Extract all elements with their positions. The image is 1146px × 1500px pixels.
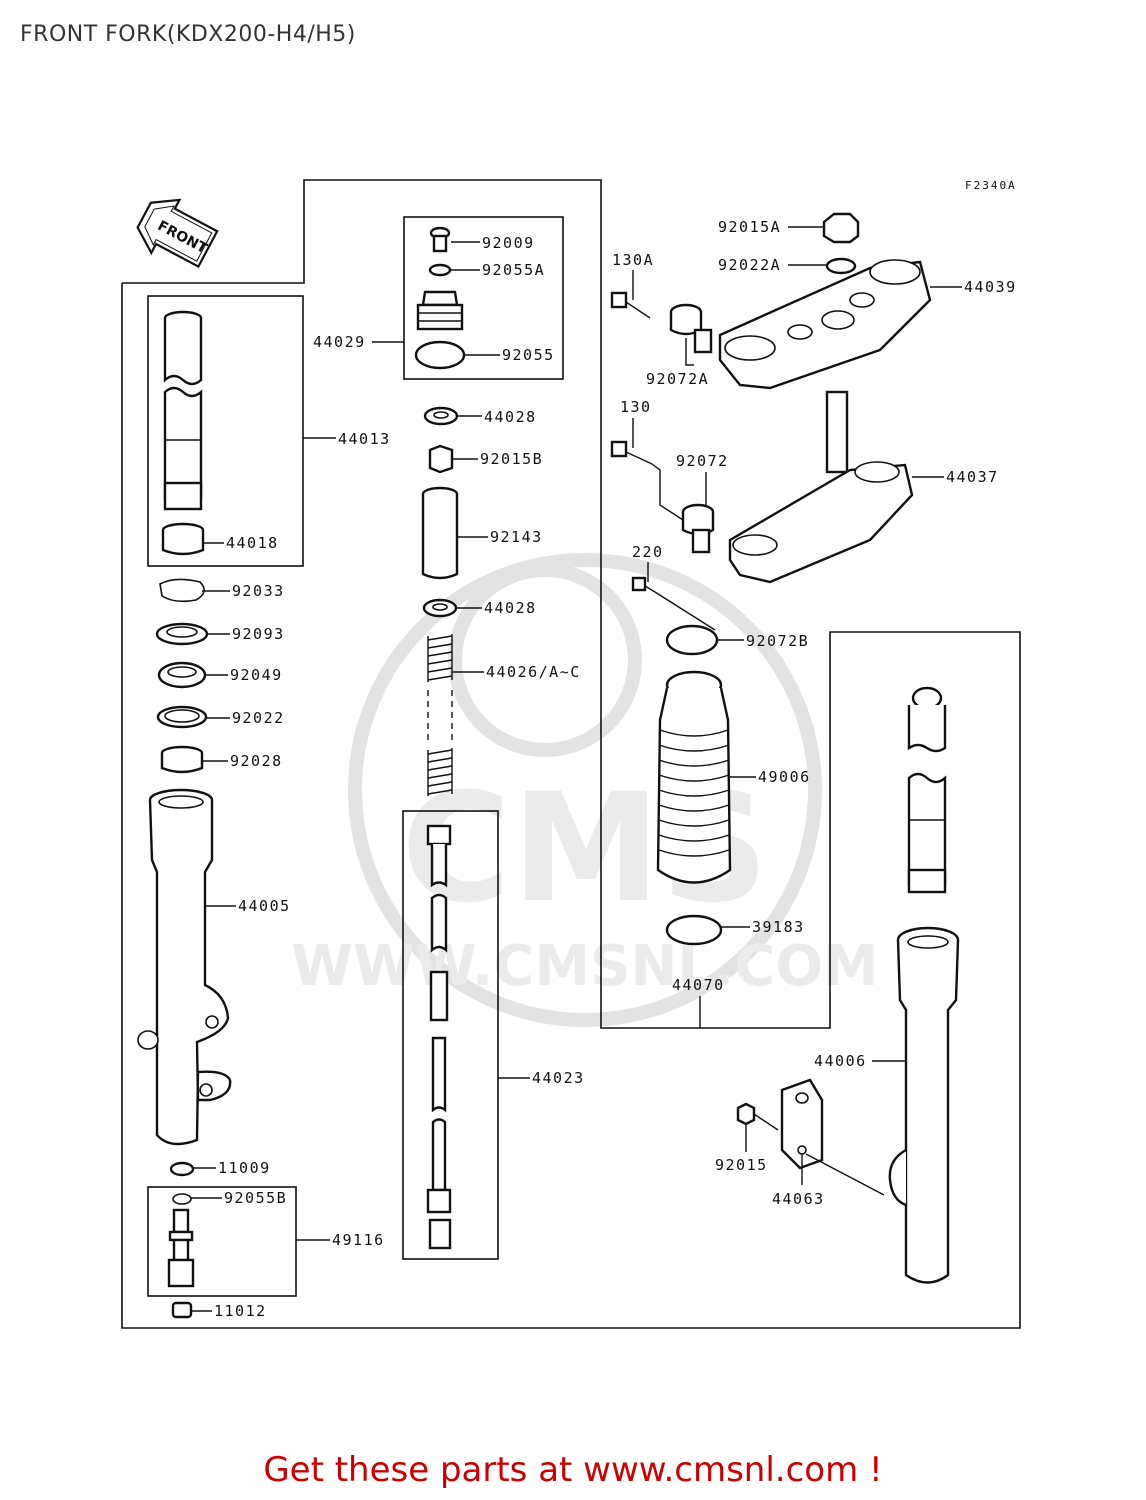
label-11012: 11012 bbox=[214, 1302, 267, 1320]
footer-cta-link[interactable]: Get these parts at www.cmsnl.com ! bbox=[263, 1450, 883, 1490]
spring-44026 bbox=[427, 634, 453, 796]
label-130: 130 bbox=[620, 398, 652, 416]
label-49116: 49116 bbox=[332, 1231, 385, 1249]
label-92015B: 92015B bbox=[480, 450, 543, 468]
label-92033: 92033 bbox=[232, 582, 285, 600]
seat-44028-lower bbox=[422, 598, 458, 618]
gasket-11009 bbox=[169, 1161, 195, 1177]
label-92015A: 92015A bbox=[718, 218, 781, 236]
label-44013: 44013 bbox=[338, 430, 391, 448]
box-49116 bbox=[147, 1186, 297, 1297]
circlip-92033 bbox=[159, 578, 205, 603]
bolt-220 bbox=[631, 576, 656, 593]
dust-seal-92093 bbox=[155, 622, 209, 646]
bolt-130A bbox=[610, 291, 651, 319]
box-44029 bbox=[403, 216, 564, 380]
label-44023: 44023 bbox=[532, 1069, 585, 1087]
label-44028-upper: 44028 bbox=[484, 408, 537, 426]
label-92055B: 92055B bbox=[224, 1189, 287, 1207]
label-44039: 44039 bbox=[964, 278, 1017, 296]
label-11009: 11009 bbox=[218, 1159, 271, 1177]
box-44023 bbox=[402, 810, 499, 1260]
part-labels: 92009 92055A 44029 92055 44028 92015B 92… bbox=[214, 218, 1017, 1320]
valve-49116 bbox=[167, 1193, 195, 1288]
label-92143: 92143 bbox=[490, 528, 543, 546]
diagram-code: F2340A bbox=[965, 179, 1017, 192]
oring-92055A bbox=[428, 263, 452, 277]
bushing-92028 bbox=[160, 745, 204, 774]
clamp-92072 bbox=[681, 503, 715, 554]
cap-44029 bbox=[416, 290, 464, 331]
label-92049: 92049 bbox=[230, 666, 283, 684]
label-92055: 92055 bbox=[502, 346, 555, 364]
bolt-92009 bbox=[429, 226, 451, 253]
clamp-92072B bbox=[665, 624, 719, 656]
label-92055A: 92055A bbox=[482, 261, 545, 279]
outer-tube-44005 bbox=[137, 788, 232, 1146]
label-39183: 39183 bbox=[752, 918, 805, 936]
page-title: FRONT FORK(KDX200-H4/H5) bbox=[20, 22, 356, 47]
cylinder-44023 bbox=[426, 824, 452, 1250]
label-92072: 92072 bbox=[676, 452, 729, 470]
label-44037: 44037 bbox=[946, 468, 999, 486]
label-92028: 92028 bbox=[230, 752, 283, 770]
label-92072A: 92072A bbox=[646, 370, 709, 388]
bushing-44018 bbox=[161, 522, 205, 556]
label-130A: 130A bbox=[612, 251, 654, 269]
leader-lines bbox=[191, 226, 962, 1312]
washer-92022A bbox=[825, 257, 857, 275]
label-92022: 92022 bbox=[232, 709, 285, 727]
washer-92022 bbox=[156, 705, 208, 729]
label-44063: 44063 bbox=[772, 1190, 825, 1208]
label-44006: 44006 bbox=[814, 1052, 867, 1070]
boot-49006 bbox=[656, 670, 732, 884]
lower-bracket-44037 bbox=[728, 390, 914, 584]
label-44018: 44018 bbox=[226, 534, 279, 552]
label-44070: 44070 bbox=[672, 976, 725, 994]
plug-11012 bbox=[171, 1301, 193, 1319]
front-arrow-icon: FRONT bbox=[136, 198, 219, 269]
main-frame bbox=[121, 179, 1021, 1329]
label-92072B: 92072B bbox=[746, 632, 809, 650]
nut-92015 bbox=[736, 1102, 756, 1126]
label-92009: 92009 bbox=[482, 234, 535, 252]
inner-tube-44070 bbox=[907, 686, 947, 894]
label-92093: 92093 bbox=[232, 625, 285, 643]
holder-44063 bbox=[780, 1078, 824, 1170]
nut-92015A bbox=[822, 212, 860, 244]
upper-bracket-44039 bbox=[718, 259, 932, 390]
label-44026: 44026/A~C bbox=[486, 663, 581, 681]
outer-tube-44006 bbox=[888, 926, 960, 1284]
oil-seal-92049 bbox=[157, 661, 207, 689]
bolt-130 bbox=[610, 440, 653, 465]
box-44013 bbox=[147, 295, 304, 567]
pipe-92143 bbox=[421, 486, 459, 580]
watermark-url-text: WWW.CMSNL.COM bbox=[291, 934, 878, 999]
label-92022A: 92022A bbox=[718, 256, 781, 274]
label-49006: 49006 bbox=[758, 768, 811, 786]
label-220: 220 bbox=[632, 543, 664, 561]
label-44005: 44005 bbox=[238, 897, 291, 915]
seat-44028-upper bbox=[423, 406, 459, 426]
label-44028-lower: 44028 bbox=[484, 599, 537, 617]
label-44029: 44029 bbox=[313, 333, 366, 351]
band-39183 bbox=[665, 914, 723, 946]
label-92015: 92015 bbox=[715, 1156, 768, 1174]
inner-tube-44013 bbox=[163, 310, 203, 511]
nut-92015B bbox=[428, 444, 454, 474]
oring-92055 bbox=[414, 340, 466, 370]
clamp-92072A bbox=[669, 303, 713, 354]
